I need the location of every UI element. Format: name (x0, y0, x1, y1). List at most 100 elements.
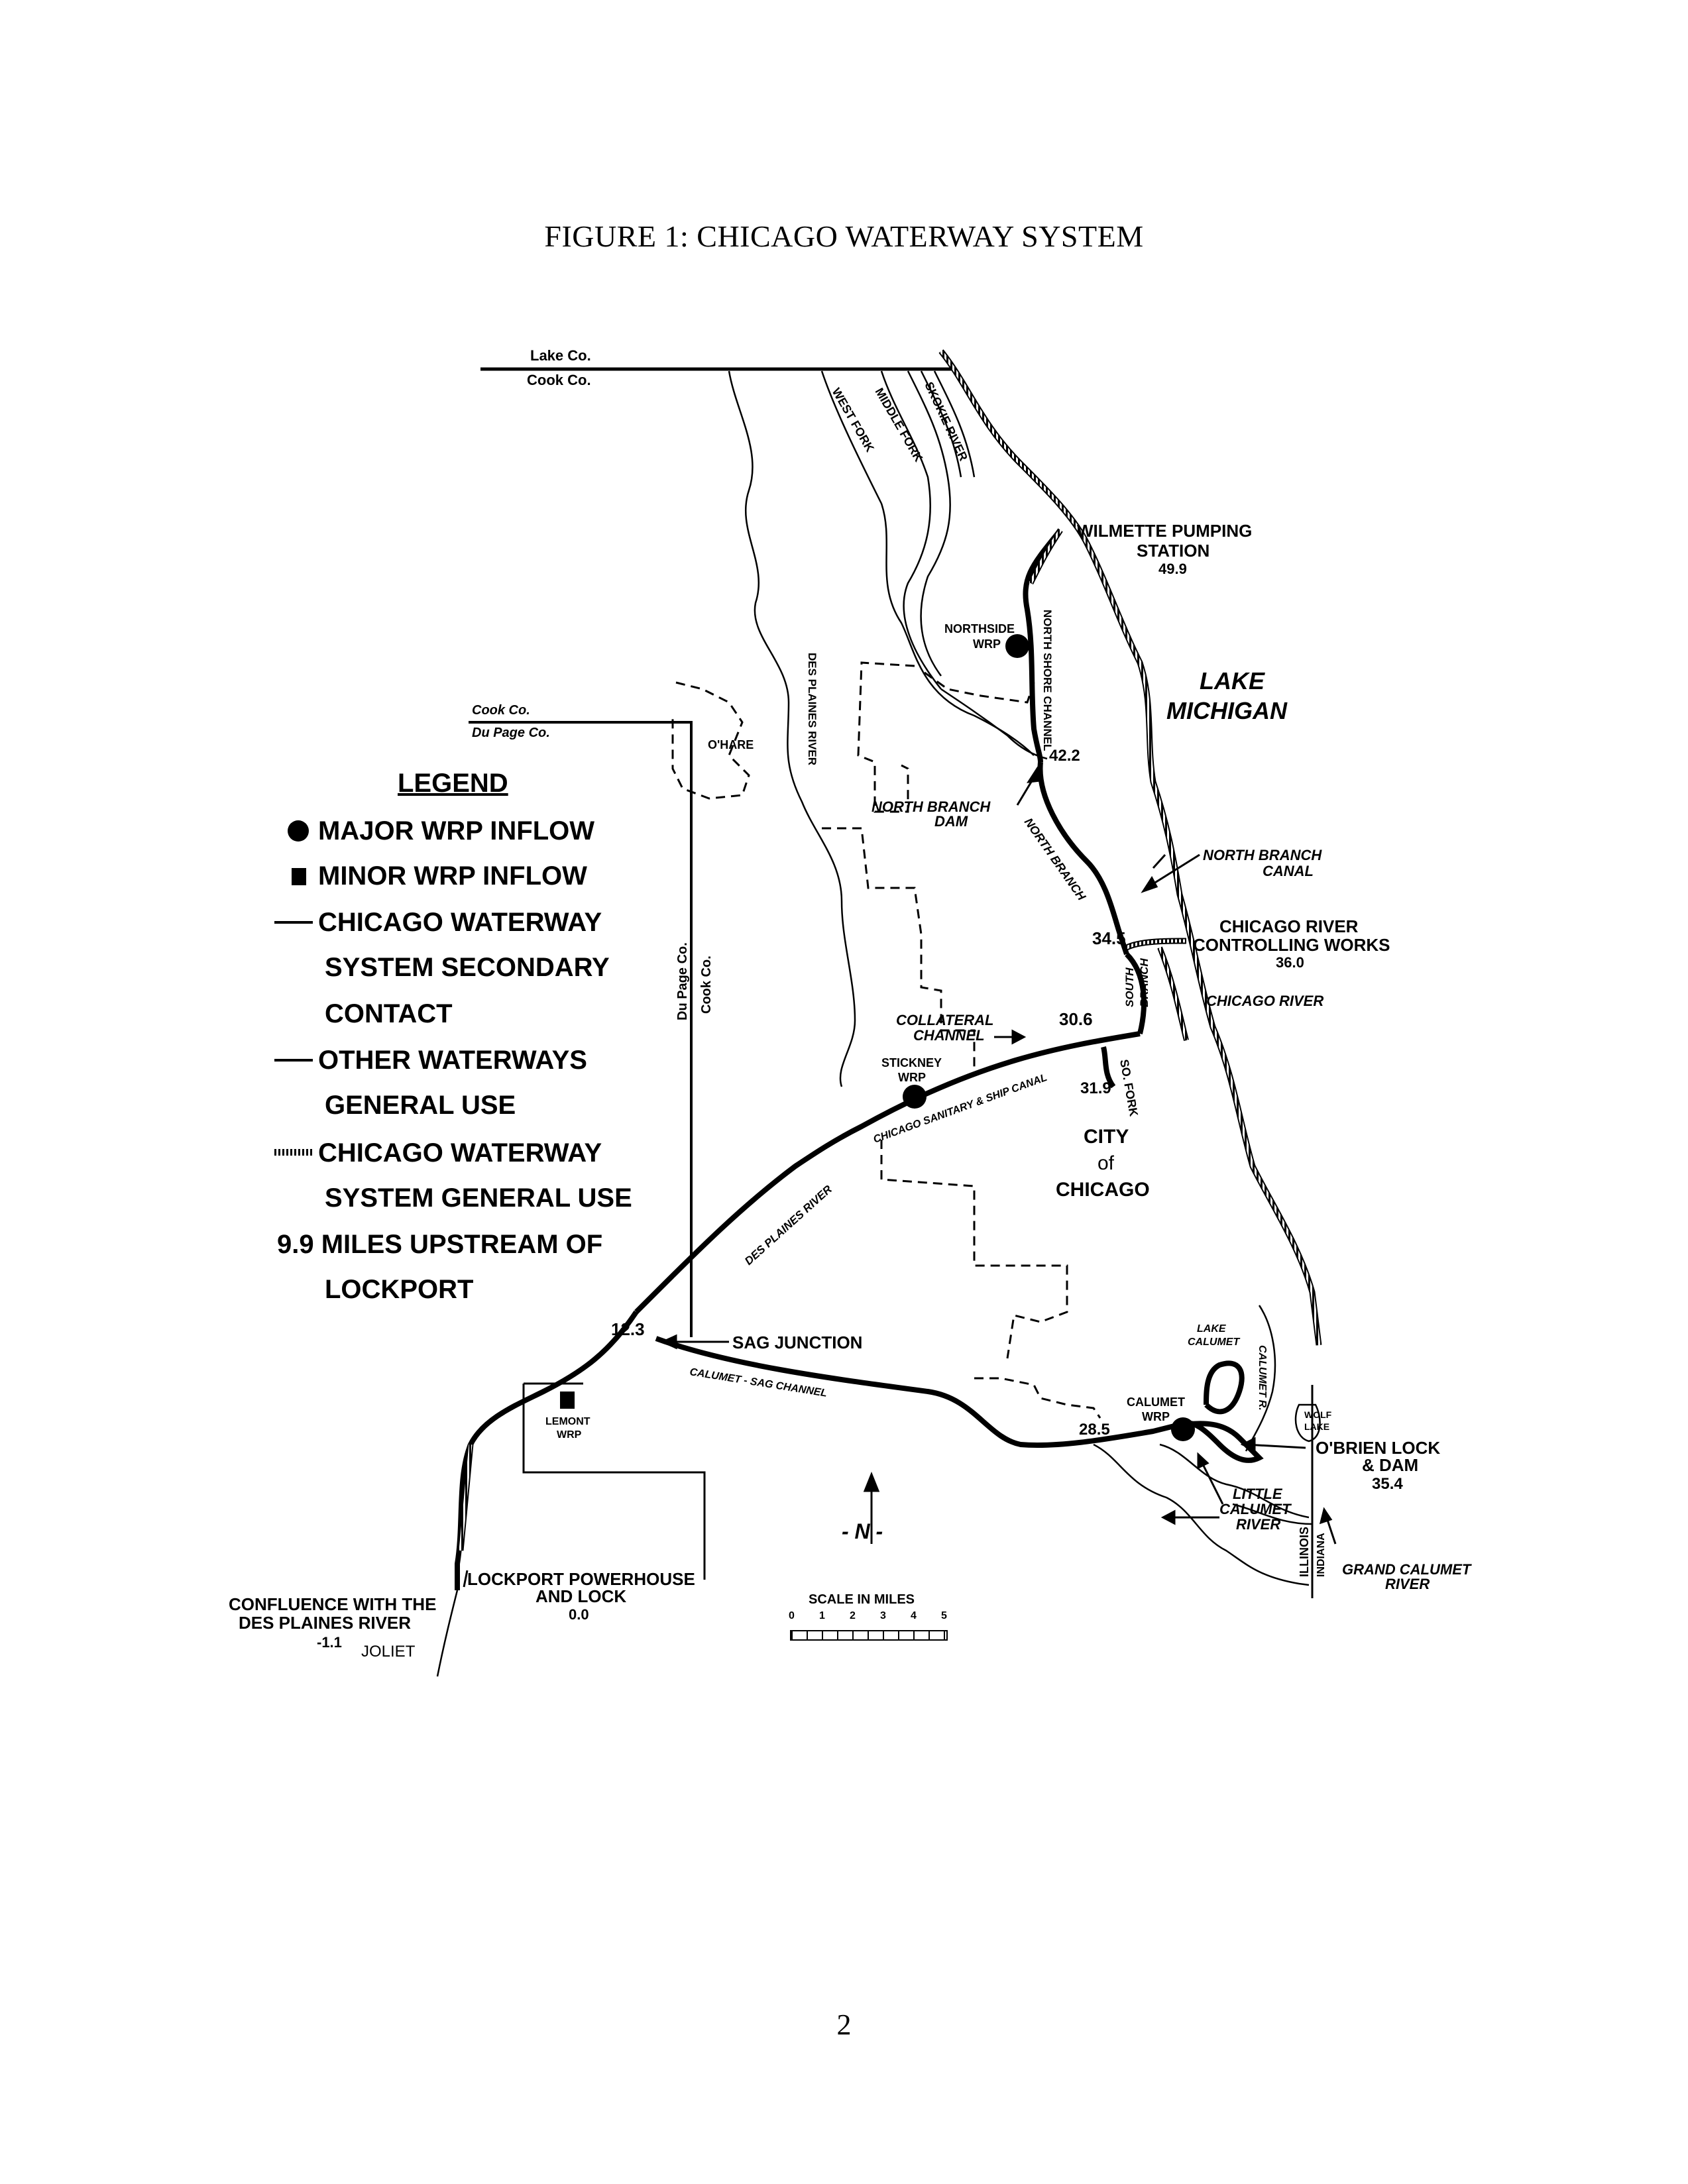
lake-calumet-loop (1204, 1360, 1245, 1415)
label-indiana: INDIANA (1316, 1533, 1327, 1577)
legend-text: LOCKPORT (325, 1275, 474, 1304)
label-des-plaines-upper: DES PLAINES RIVER (806, 653, 818, 765)
label-cook-co-vertical: Cook Co. (699, 956, 714, 1014)
label-illinois: ILLINOIS (1298, 1527, 1311, 1577)
label-grand-calumet-1: GRAND CALUMET (1342, 1561, 1472, 1578)
label-lockport-1: LOCKPORT POWERHOUSE (467, 1569, 695, 1589)
label-grand-calumet-2: RIVER (1385, 1576, 1430, 1592)
label-mile-34-5: 34.5 (1092, 928, 1126, 948)
scale-bar (790, 1630, 948, 1641)
label-calumet-wrp-2: WRP (1142, 1410, 1170, 1423)
west-fork (820, 370, 1035, 756)
page-title: FIGURE 1: CHICAGO WATERWAY SYSTEM (544, 219, 1144, 253)
label-so-fork: SO. FORK (1117, 1058, 1141, 1117)
scale-tick: 0 (789, 1610, 795, 1621)
label-south-branch-2: BRANCH (1138, 958, 1151, 1007)
pointer-arrows (463, 766, 1337, 1588)
label-wilmette-2: STATION (1137, 541, 1210, 561)
scale-tick: 3 (880, 1610, 886, 1621)
label-mile-31-9: 31.9 (1080, 1079, 1111, 1097)
legend-item-minor-wrp: MINOR WRP INFLOW (272, 860, 587, 891)
label-du-page-co-vertical: Du Page Co. (675, 942, 690, 1020)
lemont-boundary (522, 1384, 706, 1580)
label-cook-co-west: Cook Co. (472, 703, 530, 718)
label-stickney-wrp-2: WRP (898, 1071, 926, 1084)
label-north-branch-dam-2: DAM (934, 813, 968, 830)
label-lemont-wrp-2: WRP (557, 1429, 582, 1441)
label-controlling-works-3: 36.0 (1276, 954, 1304, 971)
label-ohare: O'HARE (708, 738, 754, 751)
label-mile-12-3: 12.3 (611, 1319, 645, 1339)
skokie-river-2 (920, 370, 962, 478)
label-du-page-co-west: Du Page Co. (472, 726, 550, 740)
chicago-waterway-general-use (457, 528, 1189, 1551)
sanitary-ship-canal (634, 1031, 1141, 1314)
skokie-river (907, 370, 951, 677)
label-northside-wrp-1: NORTHSIDE (944, 622, 1015, 635)
label-north-branch-canal-2: CANAL (1263, 863, 1314, 879)
legend-thick-line-icon (272, 909, 318, 936)
calumet-wrp-loop (1178, 1420, 1264, 1463)
legend-dot-icon (272, 818, 318, 844)
label-chicago-river: CHICAGO RIVER (1206, 993, 1323, 1009)
north-branch-channel (1037, 761, 1129, 956)
label-wolf-lake-1: WOLF (1304, 1409, 1332, 1420)
label-mile-30-6: 30.6 (1059, 1009, 1093, 1029)
legend-item-general-use: CHICAGO WATERWAY (272, 1137, 602, 1168)
legend-thin-line-icon (272, 1047, 318, 1073)
label-wilmette-3: 49.9 (1158, 561, 1187, 577)
middle-fork (880, 370, 942, 690)
little-calumet-river-2 (1159, 1443, 1310, 1519)
label-northside-wrp-2: WRP (973, 637, 1001, 651)
des-plaines-river-upper (728, 370, 856, 1087)
label-calumet-wrp-1: CALUMET (1127, 1395, 1185, 1409)
label-south-branch-1: SOUTH (1123, 967, 1136, 1007)
lake-michigan-shore (938, 349, 1322, 1346)
label-cook-co-north: Cook Co. (527, 372, 591, 388)
label-middle-fork: MIDDLE FORK (873, 386, 926, 464)
wolf-lake (1294, 1403, 1321, 1443)
label-controlling-works-1: CHICAGO RIVER (1219, 916, 1359, 936)
legend-text: CONTACT (325, 999, 453, 1028)
stickney-wrp-dot (903, 1085, 927, 1109)
calumet-sag-channel (655, 1336, 1180, 1448)
northside-wrp-dot (1005, 634, 1029, 658)
label-north-branch-dam-1: NORTH BRANCH (872, 798, 991, 815)
label-north-shore-channel: NORTH SHORE CHANNEL (1041, 610, 1054, 751)
grand-calumet-river (1232, 1503, 1313, 1525)
label-lake-michigan-1: LAKE (1200, 667, 1265, 694)
label-north-branch-canal-1: NORTH BRANCH (1203, 847, 1322, 863)
label-little-calumet-3: RIVER (1236, 1516, 1280, 1533)
label-wolf-lake-2: LAKE (1304, 1421, 1329, 1432)
label-city-2: of (1097, 1152, 1115, 1174)
label-lockport-2: AND LOCK (535, 1586, 626, 1606)
scale-tick: 5 (941, 1610, 947, 1621)
skokie-river-3 (933, 370, 976, 478)
chicago-waterway-secondary-contact (455, 528, 1264, 1590)
north-branch-upper (940, 688, 1048, 760)
legend-text: SYSTEM GENERAL USE (325, 1183, 632, 1213)
scale-tick: 4 (911, 1610, 917, 1621)
legend-item-other-waterways: OTHER WATERWAYS (272, 1044, 587, 1075)
county-boundaries (469, 367, 1314, 1598)
legend-square-icon (272, 863, 318, 889)
so-fork (1101, 1046, 1116, 1089)
label-obrien-1: O'BRIEN LOCK (1316, 1438, 1440, 1458)
legend-text: GENERAL USE (325, 1091, 516, 1120)
label-stickney-wrp-1: STICKNEY (881, 1056, 942, 1069)
label-scale-title: SCALE IN MILES (809, 1592, 915, 1607)
label-wilmette-1: WILMETTE PUMPING (1077, 521, 1252, 541)
label-calumet-r: CALUMET R. (1257, 1345, 1268, 1411)
label-lake-co: Lake Co. (530, 347, 591, 364)
other-waterways (436, 370, 1321, 1677)
cook-dupage-boundary (469, 721, 693, 1337)
south-branch-channel (1125, 952, 1147, 1034)
label-controlling-works-2: CONTROLLING WORKS (1193, 935, 1390, 955)
label-north-branch: NORTH BRANCH (1022, 816, 1089, 903)
label-city-1: CITY (1084, 1126, 1129, 1148)
joliet-river (436, 1590, 459, 1677)
label-confluence-1: CONFLUENCE WITH THE (229, 1594, 436, 1614)
label-north-arrow: - N - (842, 1519, 883, 1543)
lemont-wrp-square (560, 1392, 575, 1409)
